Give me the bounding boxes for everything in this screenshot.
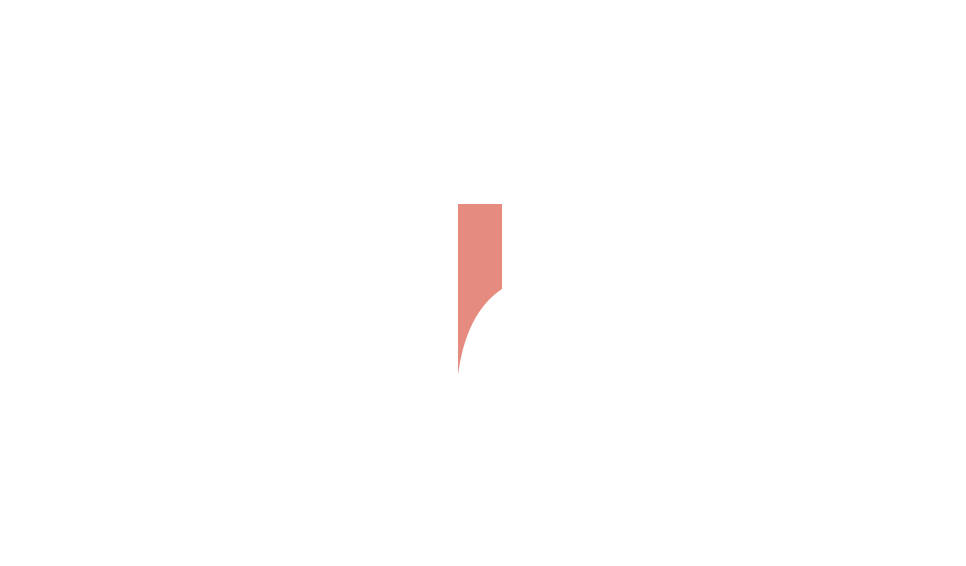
rounded-cutout-bar-icon <box>458 204 502 375</box>
